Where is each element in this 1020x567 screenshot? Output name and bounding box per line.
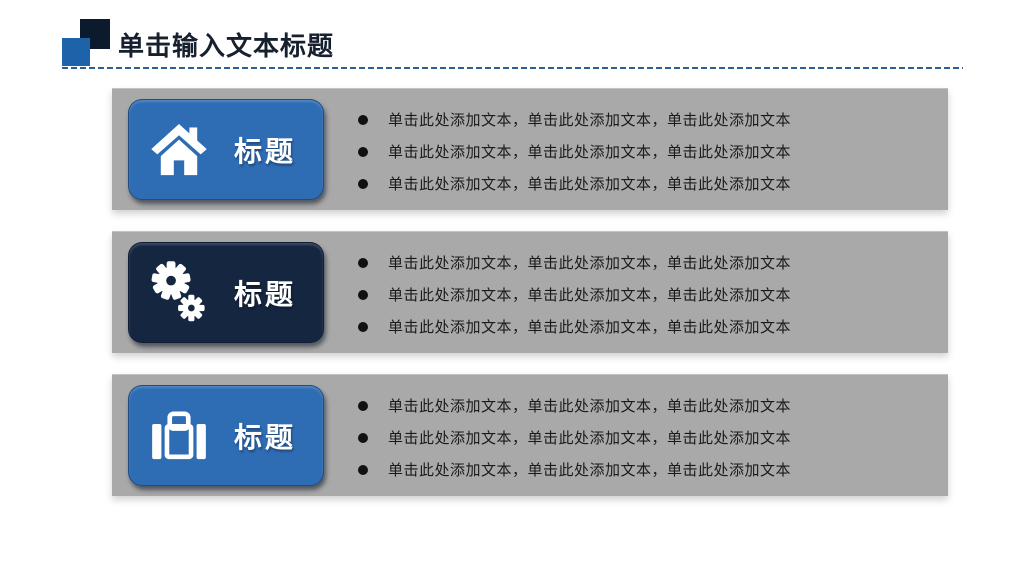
bullet-dot-icon [358,400,368,411]
bullet-dot-icon [358,464,368,475]
bullet-item[interactable]: 单击此处添加文本，单击此处添加文本，单击此处添加文本 [358,109,928,130]
dashed-divider [62,67,963,69]
bullet-text[interactable]: 单击此处添加文本，单击此处添加文本，单击此处添加文本 [388,144,792,161]
home-icon [141,123,217,176]
content-band-3: 标题 单击此处添加文本，单击此处添加文本，单击此处添加文本 单击此处添加文本，单… [112,374,948,496]
gears-icon [141,256,217,330]
bullet-list-2: 单击此处添加文本，单击此处添加文本，单击此处添加文本 单击此处添加文本，单击此处… [358,232,928,353]
bullet-text[interactable]: 单击此处添加文本，单击此处添加文本，单击此处添加文本 [388,430,792,447]
bullet-text[interactable]: 单击此处添加文本，单击此处添加文本，单击此处添加文本 [388,398,792,415]
content-band-1: 标题 单击此处添加文本，单击此处添加文本，单击此处添加文本 单击此处添加文本，单… [112,88,948,210]
slide-title[interactable]: 单击输入文本标题 [118,31,335,61]
bullet-item[interactable]: 单击此处添加文本，单击此处添加文本，单击此处添加文本 [358,173,928,194]
plate-label[interactable]: 标题 [233,278,296,310]
bullet-item[interactable]: 单击此处添加文本，单击此处添加文本，单击此处添加文本 [358,284,928,305]
briefcase-icon [141,410,217,461]
bullet-item[interactable]: 单击此处添加文本，单击此处添加文本，单击此处添加文本 [358,395,928,416]
bullet-text[interactable]: 单击此处添加文本，单击此处添加文本，单击此处添加文本 [388,112,792,129]
bullet-text[interactable]: 单击此处添加文本，单击此处添加文本，单击此处添加文本 [388,176,792,193]
plate-label[interactable]: 标题 [233,421,296,453]
bullet-dot-icon [358,289,368,300]
bullet-dot-icon [358,257,368,268]
bullet-item[interactable]: 单击此处添加文本，单击此处添加文本，单击此处添加文本 [358,459,928,480]
bullet-dot-icon [358,432,368,443]
bullet-item[interactable]: 单击此处添加文本，单击此处添加文本，单击此处添加文本 [358,427,928,448]
bullet-dot-icon [358,178,368,189]
bullet-text[interactable]: 单击此处添加文本，单击此处添加文本，单击此处添加文本 [388,255,792,272]
bullet-text[interactable]: 单击此处添加文本，单击此处添加文本，单击此处添加文本 [388,462,792,479]
content-band-2: 标题 单击此处添加文本，单击此处添加文本，单击此处添加文本 单击此处添加文本，单… [112,231,948,353]
plate-label[interactable]: 标题 [233,135,296,167]
logo-square-blue [62,38,90,66]
bullet-text[interactable]: 单击此处添加文本，单击此处添加文本，单击此处添加文本 [388,319,792,336]
bullet-item[interactable]: 单击此处添加文本，单击此处添加文本，单击此处添加文本 [358,316,928,337]
bullet-item[interactable]: 单击此处添加文本，单击此处添加文本，单击此处添加文本 [358,141,928,162]
bullet-list-1: 单击此处添加文本，单击此处添加文本，单击此处添加文本 单击此处添加文本，单击此处… [358,89,928,210]
bullet-text[interactable]: 单击此处添加文本，单击此处添加文本，单击此处添加文本 [388,287,792,304]
bullet-item[interactable]: 单击此处添加文本，单击此处添加文本，单击此处添加文本 [358,252,928,273]
row-plate-1[interactable]: 标题 [128,99,324,200]
bullet-dot-icon [358,146,368,157]
row-plate-3[interactable]: 标题 [128,385,324,486]
bullet-list-3: 单击此处添加文本，单击此处添加文本，单击此处添加文本 单击此处添加文本，单击此处… [358,375,928,496]
bullet-dot-icon [358,114,368,125]
row-plate-2[interactable]: 标题 [128,242,324,343]
bullet-dot-icon [358,321,368,332]
